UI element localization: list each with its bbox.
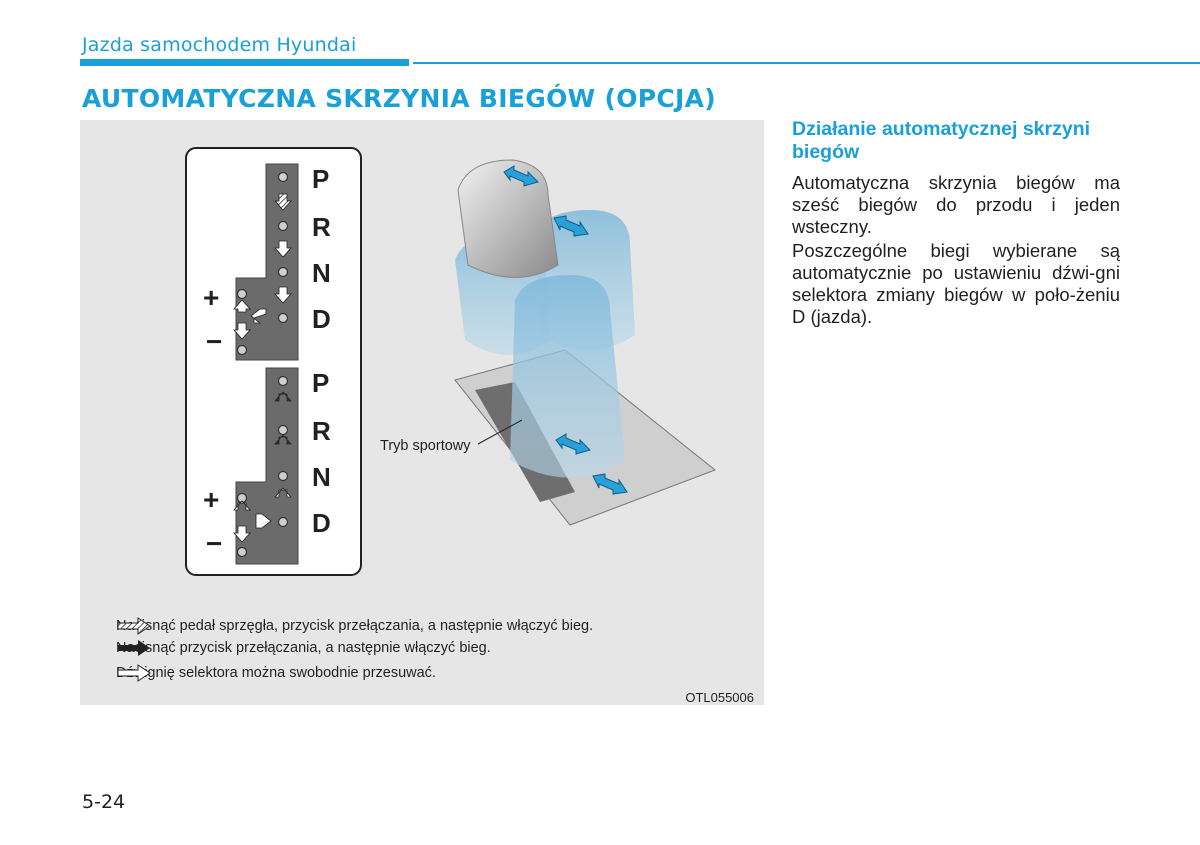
section-title: Działanie automatycznej skrzyni biegów [792, 118, 1091, 163]
sport-leader-line [477, 419, 523, 445]
gate-label-r: R [312, 416, 331, 446]
page-number: 5-24 [82, 791, 126, 813]
gate-label-n: N [312, 258, 331, 288]
gate-plus: + [203, 282, 220, 313]
shift-knob [457, 159, 559, 278]
gate-label-n: N [312, 462, 331, 492]
gate-panel [185, 147, 362, 576]
legend-item: Nacisnąć przycisk przełączania, a następ… [116, 638, 491, 658]
page-title: AUTOMATYCZNA SKRZYNIA BIEGÓW (OPCJA) [82, 84, 717, 113]
gate-detents [236, 171, 289, 558]
legend-item: Dźwignię selektora można swobodnie przes… [116, 663, 436, 683]
figure-code: OTL055006 [685, 690, 754, 705]
legend-text: Nacisnąć przycisk przełączania, a następ… [116, 640, 491, 656]
legend-text: Nacisnąć pedał sprzęgła, przycisk przełą… [116, 618, 594, 634]
gate-label-d: D [312, 508, 331, 538]
chapter-header: Jazda samochodem Hyundai [82, 34, 357, 56]
paragraph: Poszczególne biegi wybierane są automaty… [792, 240, 1120, 327]
solid-arrow-icon [118, 640, 150, 656]
lower-gate-slot [235, 367, 299, 565]
upper-gate-slot [235, 163, 299, 361]
gate-label-p: P [312, 164, 330, 194]
gate-label-r: R [312, 212, 331, 242]
hatched-arrow-icon [117, 617, 151, 635]
figure-illustration [185, 147, 716, 576]
gate-label-p: P [312, 368, 330, 398]
sport-mode-label: Tryb sportowy [380, 438, 471, 454]
header-rule [413, 62, 1200, 64]
gate-plus: + [203, 484, 220, 515]
header-bar [80, 59, 409, 66]
gate-minus: − [206, 326, 223, 357]
gear-shift-figure: P R N D + − P R N D + − Tryb sportowy Na… [80, 120, 764, 705]
outline-arrow-icon [117, 664, 151, 682]
movement-arrows [503, 165, 628, 495]
legend-item: Nacisnąć pedał sprzęgła, przycisk przełą… [116, 616, 593, 636]
gate-label-d: D [312, 304, 331, 334]
paragraph: Automatyczna skrzynia biegów ma sześć bi… [792, 172, 1120, 237]
gate-arrows [233, 193, 292, 543]
legend-text: Dźwignię selektora można swobodnie przes… [116, 665, 436, 681]
ghost-knob-front [510, 275, 625, 478]
gate-minus: − [206, 528, 223, 559]
